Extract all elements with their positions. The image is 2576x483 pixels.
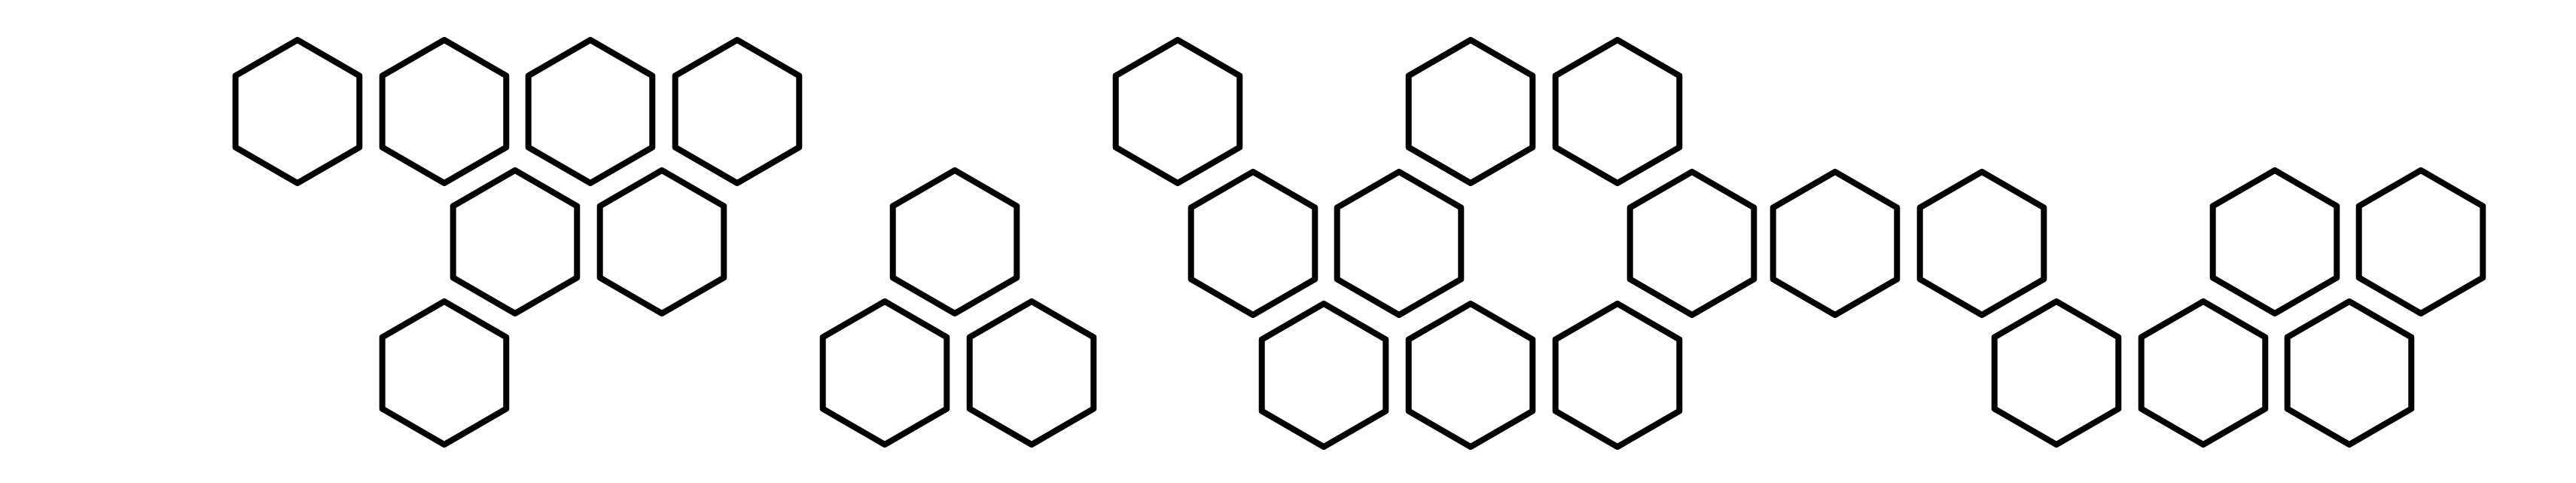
hexagon-4 [672,37,803,186]
hexagon-10 [966,298,1097,448]
hexagon-19 [1626,169,1757,318]
hexagon-1 [232,37,363,186]
hexagon-22 [2209,167,2340,316]
hexagon-group-3 [1112,37,1901,450]
hexagon-13 [1552,37,1683,186]
hexagon-17 [1405,301,1536,450]
hexagon-14 [1187,169,1318,318]
hexagon-2 [379,37,510,186]
hexagon-7 [379,298,510,448]
hexagon-25 [2138,298,2269,448]
hexagon-23 [2355,167,2486,316]
hexagon-6 [596,167,727,316]
hexagon-16 [1258,301,1389,450]
hexagon-group-4 [1916,167,2486,448]
hexagon-26 [2284,298,2415,448]
hexagon-5 [450,167,581,316]
hexagon-3 [525,37,656,186]
hexagon-24 [1991,298,2122,448]
hexagon-21 [1916,169,2047,318]
hexagon-12 [1405,37,1536,186]
hexagon-9 [819,298,950,448]
hexagon-group-2 [819,167,1097,448]
hexagon-8 [889,167,1020,316]
hexagon-20 [1770,169,1901,318]
hexagon-11 [1112,37,1243,186]
hexagon-18 [1552,301,1683,450]
hexagon-15 [1334,169,1465,318]
hexagon-group-1 [232,37,803,448]
